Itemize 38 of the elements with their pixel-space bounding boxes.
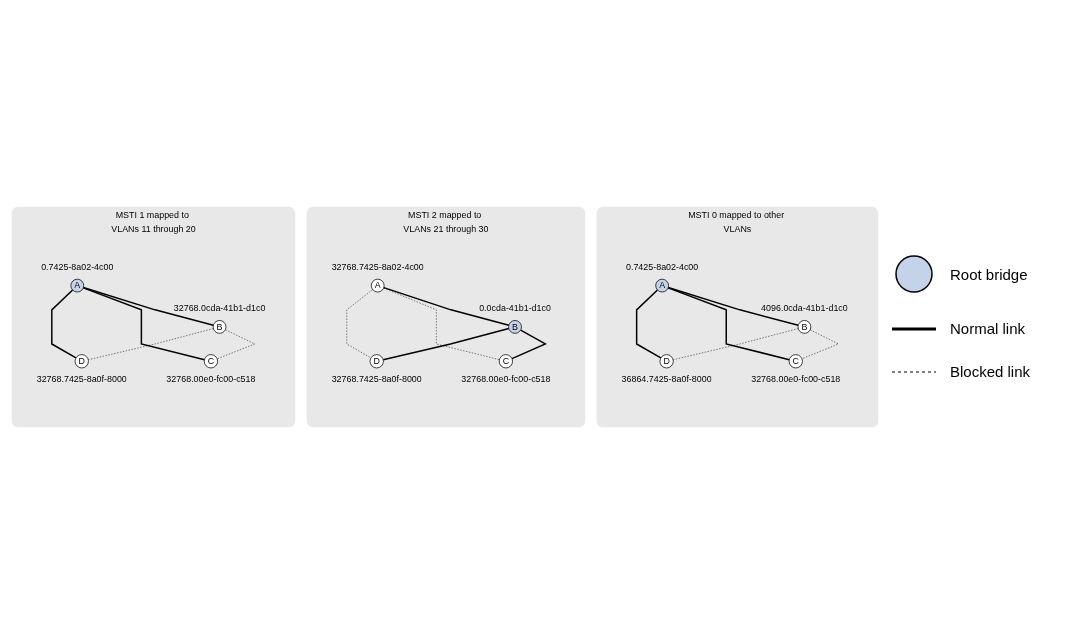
node-circle: D [74,354,89,369]
node-circle: A [70,278,85,293]
node-circle: A [655,278,669,293]
connector [635,289,662,359]
legend-label: Root bridge [950,265,1028,283]
connector [383,286,510,326]
node-label: 0.7425-8a02-4c00 [625,262,699,272]
node-circle: B [797,320,812,334]
legend-label: Normal link [950,320,1025,337]
connector [51,289,77,359]
node-circle: C [788,354,803,369]
node-label: 32768.7425-8a02-4c00 [331,262,424,272]
connector [672,328,799,360]
connector [382,327,510,361]
node-circle: C [203,354,218,369]
node-label: 32768.00e0-fc00-c518 [461,374,551,385]
connector [82,287,206,361]
connector [346,289,373,359]
node-circle: A [370,278,385,293]
node-circle: D [659,354,674,369]
node-circle: B [508,320,522,334]
node-circle: D [369,354,384,369]
node-label: 32768.7425-8a0f-8000 [36,374,127,385]
node-circle: C [498,354,513,369]
legend-label: Blocked link [950,363,1031,380]
node-label: 32768.00e0-fc00-c518 [166,374,256,385]
node-label: 4096.0cda-41b1-d1c0 [761,303,848,314]
node-label: 32768.0cda-41b1-d1c0 [173,303,266,314]
node-circle: B [212,320,227,334]
node-label: 0.0cda-41b1-d1c0 [479,303,551,314]
node-label: 32768.00e0-fc00-c518 [751,374,841,385]
node-label: 32768.7425-8a0f-8000 [331,374,422,385]
node-label: 0.7425-8a02-4c00 [41,262,114,272]
connector [88,328,214,360]
connector [667,287,791,361]
connector [82,286,215,326]
connector [667,286,799,326]
node-label: 36864.7425-8a0f-8000 [621,374,712,385]
